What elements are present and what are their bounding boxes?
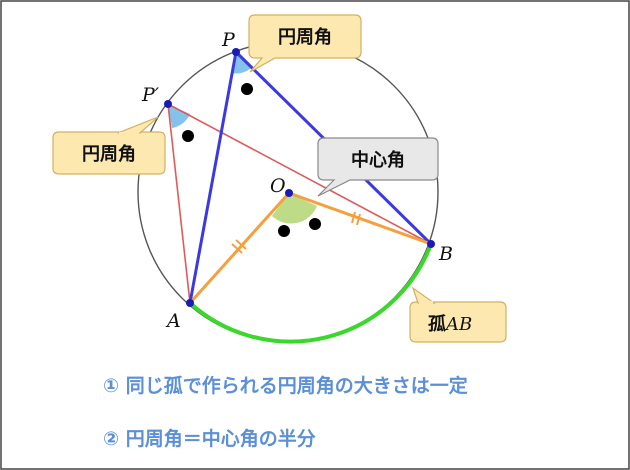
segment-p-a (188, 51, 238, 304)
angle-wedge-central (272, 193, 317, 224)
angle-wedge-p-prime (168, 104, 190, 128)
point-a (186, 299, 194, 307)
angle-dot-p-prime (182, 130, 194, 142)
callout-inscribed-top-text: 円周角 (278, 26, 332, 48)
tick-marks-ob (351, 211, 361, 226)
callout-arc-ab-main: 孤 (428, 313, 446, 335)
point-p-prime (164, 100, 172, 108)
callout-arc-ab-text: 孤AB (428, 313, 472, 335)
angle-dot-central-2 (309, 218, 321, 230)
label-o: O (270, 175, 286, 197)
angle-wedge-p (232, 52, 252, 74)
label-p: P (221, 29, 236, 51)
point-o (285, 189, 293, 197)
segment-p-prime-b (167, 103, 432, 245)
tick-marks-oa (231, 239, 247, 254)
point-b (427, 240, 435, 248)
label-p-prime: P′ (141, 84, 160, 106)
segment-p-prime-a (167, 103, 191, 304)
note-2: ② 円周角＝中心角の半分 (103, 427, 316, 450)
label-b: B (438, 243, 453, 265)
label-a: A (165, 310, 181, 332)
angle-dot-p (241, 83, 253, 95)
radius-ob (288, 191, 432, 246)
callout-inscribed-left: 円周角 (52, 116, 166, 175)
radius-oa (188, 191, 291, 305)
callout-arc-ab-var: AB (444, 314, 472, 335)
note-1: ① 同じ孤で作られる円周角の大きさは一定 (103, 374, 468, 397)
callout-inscribed-left-text: 円周角 (82, 143, 136, 165)
callout-inscribed-top: 円周角 (248, 14, 362, 73)
arc-ab (188, 243, 433, 344)
callout-central: 中心角 (317, 137, 439, 197)
point-p (232, 48, 240, 56)
callout-arc-ab: 孤AB (409, 286, 507, 343)
angle-dot-central-1 (278, 225, 290, 237)
callout-central-text: 中心角 (351, 149, 405, 171)
